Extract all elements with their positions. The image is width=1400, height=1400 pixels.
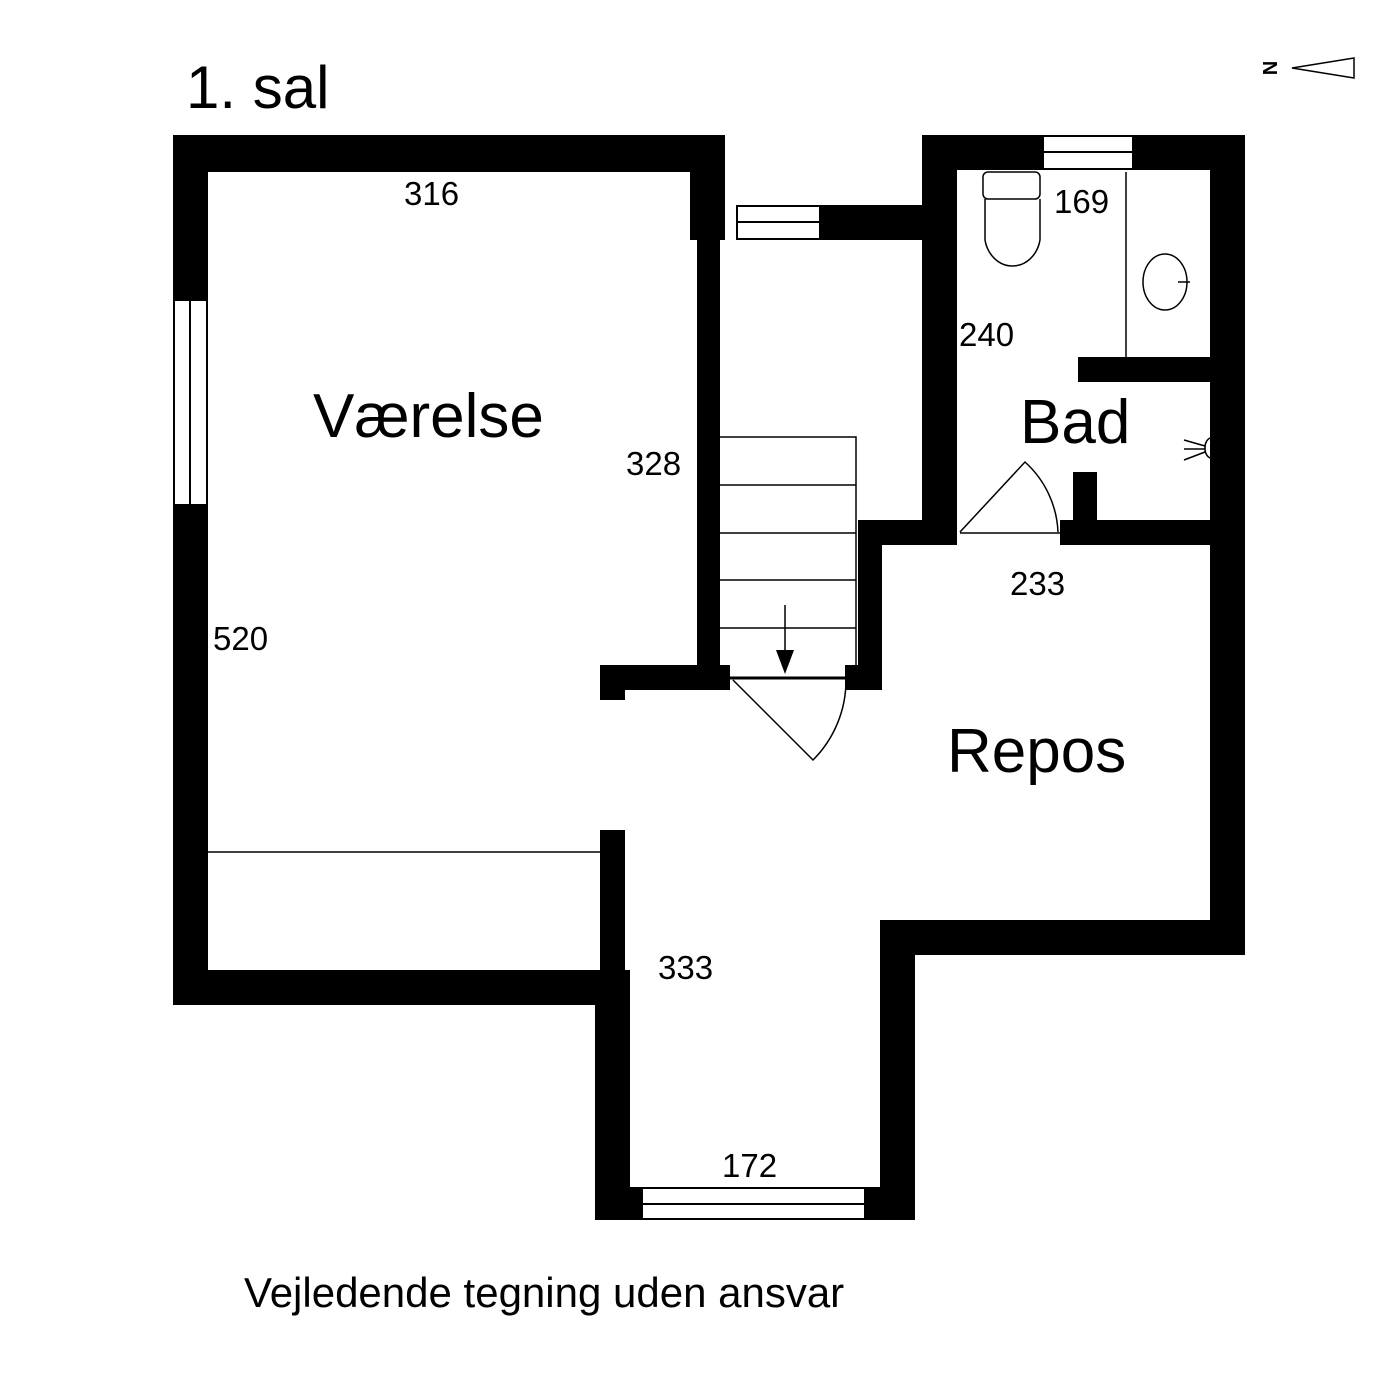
wall — [880, 920, 915, 1220]
dimension-label: 316 — [404, 175, 460, 212]
dimension-label: 172 — [722, 1147, 778, 1184]
room-label-vaerelse: Værelse — [313, 382, 544, 451]
wall — [173, 505, 208, 1005]
wall — [600, 665, 625, 700]
dimension-label: 169 — [1054, 183, 1110, 220]
wall — [865, 1187, 915, 1220]
walls — [173, 135, 1245, 1220]
wall — [922, 135, 1043, 170]
door-swing — [732, 679, 847, 762]
floor-title: 1. sal — [186, 54, 330, 121]
dimension-label: 240 — [959, 316, 1015, 353]
wall — [173, 135, 725, 172]
wall — [1060, 520, 1210, 545]
toilet-bowl-icon — [984, 199, 1041, 267]
dimension-label: 333 — [658, 949, 714, 986]
wall — [1078, 357, 1210, 382]
dimension-label: 233 — [1010, 565, 1066, 602]
dimension-label: 328 — [626, 445, 682, 482]
wall — [690, 135, 725, 240]
wall — [697, 235, 720, 690]
wall — [845, 665, 882, 690]
wall — [922, 135, 957, 545]
wall — [880, 920, 1245, 955]
room-label-bad: Bad — [1020, 388, 1131, 457]
wall — [595, 1187, 642, 1220]
north-arrow-icon — [1291, 57, 1355, 79]
compass-label: N — [1258, 60, 1281, 76]
disclaimer: Vejledende tegning uden ansvar — [244, 1269, 845, 1316]
wall — [595, 970, 630, 1220]
wall — [858, 520, 882, 690]
room-label-repos: Repos — [947, 717, 1127, 786]
wall — [173, 970, 630, 1005]
wall — [173, 135, 208, 300]
stair-arrow-icon — [776, 650, 794, 674]
toilet-tank-icon — [982, 171, 1041, 200]
door-swing — [959, 460, 1059, 533]
wall — [1210, 135, 1245, 955]
shower-icon — [1204, 437, 1211, 459]
stairs — [720, 436, 857, 670]
dimension-label: 520 — [213, 620, 269, 657]
